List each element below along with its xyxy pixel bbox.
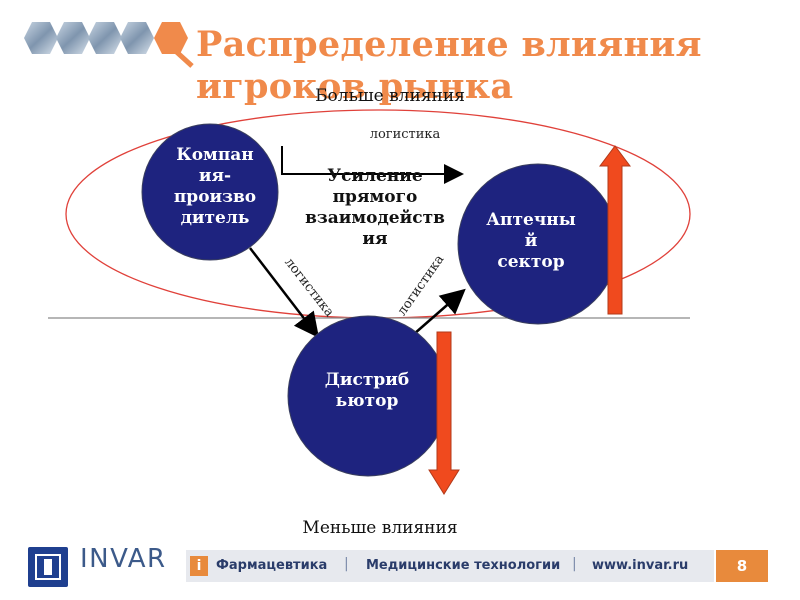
- company-line4: дитель: [180, 208, 250, 228]
- distributor-line2: ьютор: [335, 391, 399, 411]
- footer-link-medtech[interactable]: Медицинские технологии: [366, 558, 561, 573]
- influence-down-arrow: [428, 331, 460, 495]
- slide-title-line1: Распределение влияния: [196, 24, 702, 65]
- brand-name: INVAR: [80, 544, 167, 574]
- logistics-right-arrow: [413, 288, 466, 335]
- footer-separator-1: |: [344, 556, 349, 572]
- pharmacy-line2: й: [524, 231, 538, 251]
- less-influence-label: Меньше влияния: [302, 518, 458, 538]
- pharmacy-line1: Аптечны: [486, 210, 576, 230]
- logistics-left-arrow: [249, 247, 320, 338]
- slide-title-line2: игроков рынка: [196, 66, 514, 107]
- interaction-line2: прямого: [332, 187, 418, 207]
- header-accent-line: [168, 44, 194, 68]
- page-number: 8: [716, 550, 768, 582]
- node-company-label: Компан ия- произво дитель: [150, 145, 280, 229]
- slide-title: Распределение влияния игроков рынка: [196, 24, 702, 108]
- company-line1: Компан: [176, 145, 254, 165]
- info-icon: i: [190, 556, 208, 576]
- header-decoration: [24, 22, 194, 68]
- header-tile-4: [120, 22, 154, 54]
- influence-up-arrow: [599, 145, 631, 315]
- header-tile-2: [56, 22, 90, 54]
- logistics-top-connector: [281, 146, 464, 184]
- header-tile-1: [24, 22, 58, 54]
- interaction-line1: Усиление: [327, 166, 423, 186]
- node-pharmacy-label: Аптечны й сектор: [466, 210, 596, 273]
- header-tile-orange: [154, 22, 188, 54]
- brand-logo-icon: [28, 547, 68, 587]
- interaction-label: Усиление прямого взаимодейств ия: [284, 166, 466, 250]
- company-line2: ия-: [198, 166, 232, 186]
- node-distributor-label: Дистриб ьютор: [292, 370, 442, 412]
- distributor-line1: Дистриб: [324, 370, 410, 390]
- pharmacy-line3: сектор: [497, 252, 565, 272]
- footer-separator-2: |: [572, 556, 577, 572]
- header-tile-3: [88, 22, 122, 54]
- logistics-top-label: логистика: [369, 127, 441, 142]
- company-line3: произво: [173, 187, 257, 207]
- node-company: [141, 123, 279, 261]
- footer-bar: [186, 550, 714, 582]
- interaction-line3: взаимодейств: [305, 208, 445, 228]
- interaction-line4: ия: [362, 229, 388, 249]
- more-influence-label: Больше влияния: [315, 86, 465, 106]
- footer-link-pharmacy[interactable]: Фармацевтика: [216, 558, 328, 573]
- footer-link-website[interactable]: www.invar.ru: [592, 558, 689, 573]
